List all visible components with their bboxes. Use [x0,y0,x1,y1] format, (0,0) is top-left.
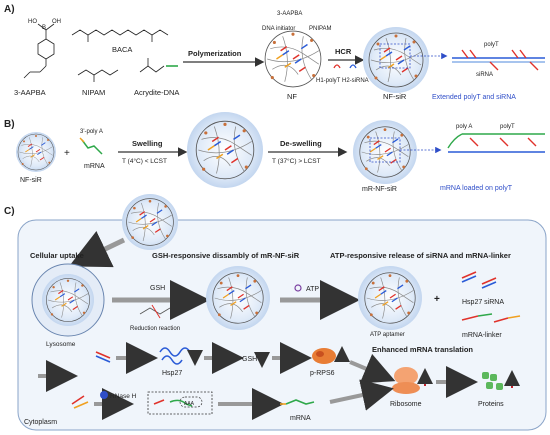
enhanced-translation-title: Enhanced mRNA translation [372,345,473,354]
zoom-polyt-label: polyT [484,42,499,48]
panel-c-tag: C) [4,206,15,217]
b-mrna-strand [81,139,103,155]
nf-pnipam-label: PNIPAM [309,26,332,32]
mrna-linker-label: mRNA-linker [462,332,502,339]
hairpin-icons [333,64,357,69]
panel-a-tag: A) [4,4,15,15]
boron-atom: B [42,25,46,31]
sirna-small-icon [95,351,111,363]
baca-structure [71,29,169,42]
zoom-sirna-label: siRNA [476,72,493,78]
sirna-icon [461,271,497,289]
lysosome-label: Lysosome [46,341,76,348]
proteins-label: Proteins [478,401,504,408]
reduction-label: Reduction reaction [130,326,180,332]
aapba-structure [23,23,55,79]
b-nfsir-particle [16,132,56,172]
b-polya-label: 3'-poly A [80,129,103,135]
gsh-label: GSH [150,285,165,292]
h2-label: H2-siRNA [342,78,369,84]
release-plus: + [434,294,440,305]
cytoplasm-label: Cytoplasm [24,419,57,426]
rnase-icon [100,391,108,399]
acrydite-label: Acrydite-DNA [134,88,179,97]
gsh-title: GSH-responsive dissambly of mR-NF-siR [152,251,300,260]
mrnfsir-label: mR-NF-siR [362,186,397,193]
disassembled-particle [206,266,270,330]
nipam-structure [77,69,119,82]
atp-title: ATP-responsive release of siRNA and mRNA… [330,251,511,260]
proteins-icon [482,372,503,390]
nipam-label: NIPAM [82,88,105,97]
entering-particle [122,194,178,250]
rnase-label: RNase H [110,393,137,400]
nfsir-particle [363,27,429,93]
gsh-level-label: GSH [242,356,257,363]
disulfide-bond-icon [139,307,171,315]
hsp27-protein-icon [159,347,191,365]
zoom-b-caption: mRNA loaded on polyT [440,185,513,192]
panel-b-tag: B) [4,119,15,130]
nf-particle [264,30,322,88]
atp-icon [294,284,302,292]
deswelling-condition: T (37°C) > LCST [272,157,321,165]
acrydite-structure [139,58,165,73]
b-nfsir-label: NF-siR [20,177,42,184]
hydroxyl-1: HO [28,19,37,25]
mrna-linker-small-icon [71,395,89,409]
baca-label: BACA [112,45,132,54]
hydroxyl-2: OH [52,19,61,25]
mrna-linker-icon [461,313,521,323]
uptake-arrow [68,231,126,268]
zoom-a-caption: Extended polyT and siRNA [432,94,516,101]
zoom-mrna-polyt [447,133,545,153]
mrna-label: mRNA [290,415,311,422]
prps6-label: p-RPS6 [310,370,335,377]
ribosome-icon [392,367,420,394]
swelling-condition: T (4°C) < LCST [122,157,167,165]
nfsir-label: NF-siR [383,92,407,101]
nf-label: NF [287,92,297,101]
to-ribosome-arrow-1 [349,353,396,384]
mrnfsir-particle [353,120,417,184]
polymerization-label: Polymerization [188,49,242,58]
hsp27-sirna-label: Hsp27 siRNA [462,299,504,306]
atp-aptamer-label: ATP aptamer [370,332,405,338]
aapba-label: 3-AAPBA [14,88,46,97]
atp-label: ATP [306,286,319,293]
to-ribosome-arrow-2 [329,379,394,411]
hsp27-label: Hsp27 [162,370,182,377]
cleave-mark-icon [151,304,161,319]
b-polya-tail [79,137,85,143]
hcr-label: HCR [335,47,352,56]
b-plus: + [64,148,70,159]
polya-aaa-label: AAA [184,401,195,407]
ribosome-label: Ribosome [390,401,422,408]
zoom-b-polyt-label: polyT [500,124,515,130]
zoom-polya-label: poly A [456,124,472,130]
free-mrna-icon [285,399,315,405]
nf-initiator-label: DNA initiator [262,26,295,32]
prps6-protein-icon [312,348,336,364]
lysosome [31,263,105,337]
swelling-label: Swelling [132,139,163,148]
cleavage-box [147,391,213,415]
swollen-particle [187,112,263,188]
h1-label: H1-polyT [316,78,341,84]
b-mrna-label: mRNA [84,163,105,170]
released-particle [358,266,422,330]
nf-aapba-label: 3-AAPBA [277,11,302,17]
deswelling-label: De-swelling [280,139,322,148]
zoom-polyt-sirna [452,49,545,71]
uptake-label: Cellular uptake [30,251,84,260]
